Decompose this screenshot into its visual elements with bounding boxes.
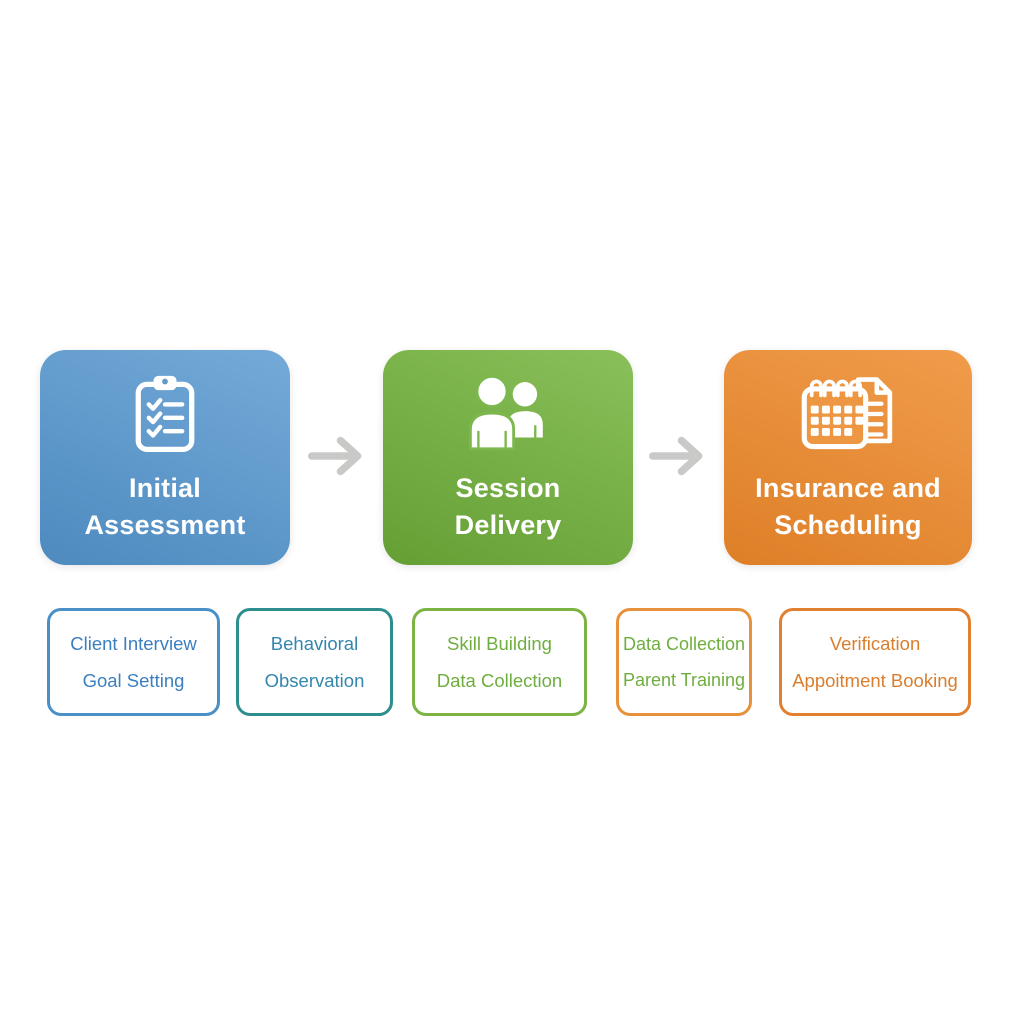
stage-insurance-scheduling: Insurance and Scheduling xyxy=(724,350,972,565)
substep-line1: Data Collection xyxy=(622,633,746,654)
stage-title-line1: Insurance and xyxy=(755,473,941,503)
substep-line2: Observation xyxy=(264,669,365,691)
stage-title: Session Delivery xyxy=(455,470,562,544)
stage-title-line2: Assessment xyxy=(84,510,246,540)
stage-title-line1: Session xyxy=(455,473,561,503)
right-arrow-icon xyxy=(649,436,703,476)
clipboard-checklist-icon xyxy=(128,372,202,456)
substep-data-collection-parent-training: Data Collection Parent Training xyxy=(616,608,752,716)
substep-line1: Skill Building xyxy=(447,633,552,655)
substep-line2: Appoitment Booking xyxy=(792,669,958,691)
stage-title-line1: Initial xyxy=(129,473,201,503)
calendar-document-icon xyxy=(798,372,898,456)
substep-line2: Data Collection xyxy=(436,669,563,691)
substep-line1: Client Interview xyxy=(70,633,197,655)
substep-skill-building-data-collection: Skill Building Data Collection xyxy=(412,608,587,716)
people-icon xyxy=(461,372,555,456)
stage-initial-assessment: Initial Assessment xyxy=(40,350,290,565)
substep-behavioral-observation: Behavioral Observation xyxy=(236,608,393,716)
substep-line2: Goal Setting xyxy=(82,669,185,691)
stage-title-line2: Delivery xyxy=(454,510,562,540)
right-arrow-icon xyxy=(308,436,362,476)
substep-line1: Behavioral xyxy=(270,633,359,655)
substep-verification-appointment-booking: Verification Appoitment Booking xyxy=(779,608,971,716)
substep-line2: Parent Training xyxy=(622,669,746,690)
stage-title: Insurance and Scheduling xyxy=(755,470,941,544)
substep-client-interview-goal-setting: Client Interview Goal Setting xyxy=(47,608,220,716)
substep-line1: Verification xyxy=(829,633,921,655)
stage-session-delivery: Session Delivery xyxy=(383,350,633,565)
stage-title: Initial Assessment xyxy=(84,470,245,544)
stage-title-line2: Scheduling xyxy=(774,510,922,540)
